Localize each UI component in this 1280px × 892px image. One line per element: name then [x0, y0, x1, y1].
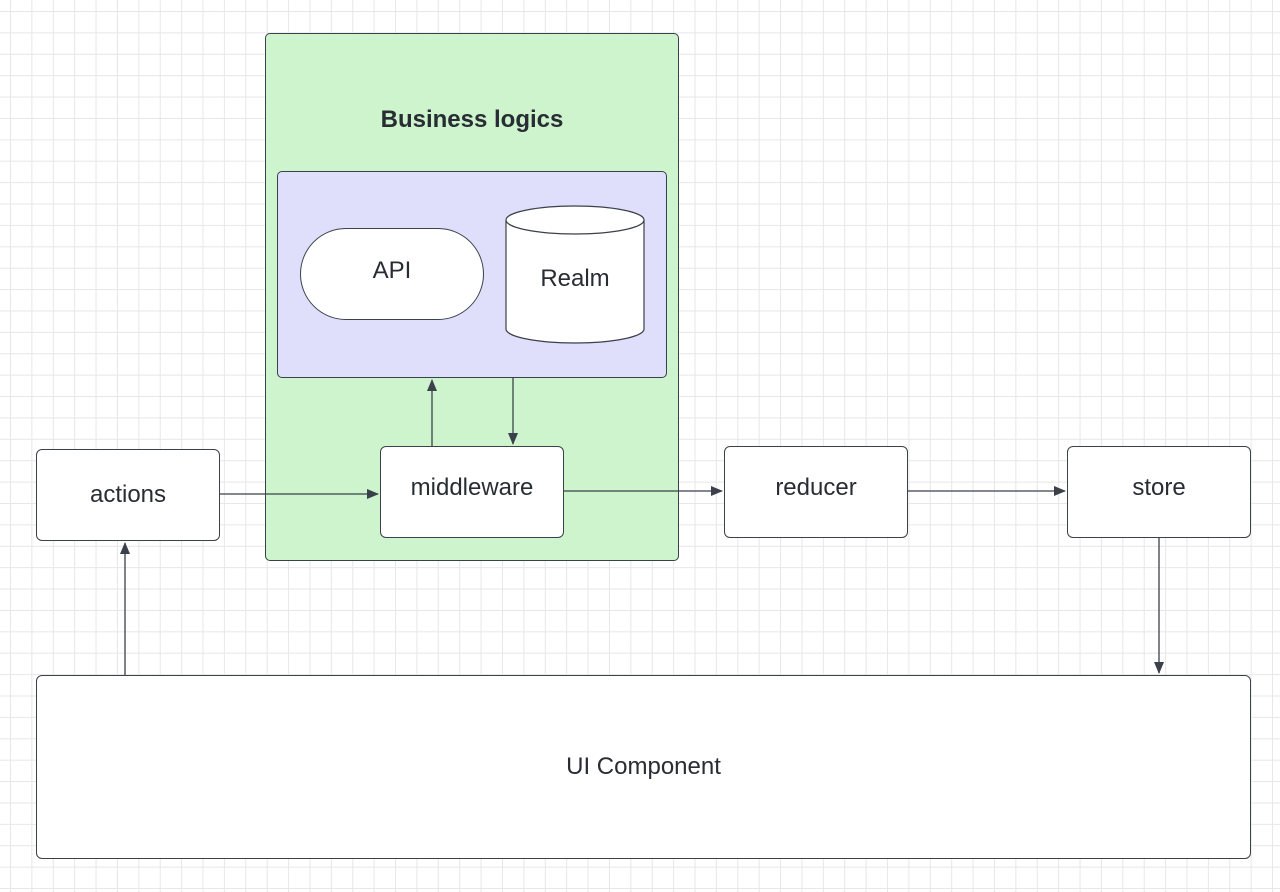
api-node[interactable]: API	[300, 228, 484, 320]
realm-database-icon[interactable]	[505, 205, 645, 345]
realm-label: Realm	[540, 265, 610, 292]
ui-component-label: UI Component	[566, 753, 721, 780]
business-logics-title: Business logics	[380, 106, 564, 133]
reducer-label: reducer	[775, 474, 857, 501]
api-label: API	[372, 257, 412, 284]
ui-component-node[interactable]: UI Component	[36, 675, 1251, 859]
middleware-node[interactable]: middleware	[380, 446, 564, 538]
middleware-label: middleware	[410, 474, 534, 501]
reducer-node[interactable]: reducer	[724, 446, 908, 538]
store-node[interactable]: store	[1067, 446, 1251, 538]
actions-node[interactable]: actions	[36, 449, 220, 541]
actions-label: actions	[89, 481, 167, 508]
store-label: store	[1132, 474, 1186, 501]
